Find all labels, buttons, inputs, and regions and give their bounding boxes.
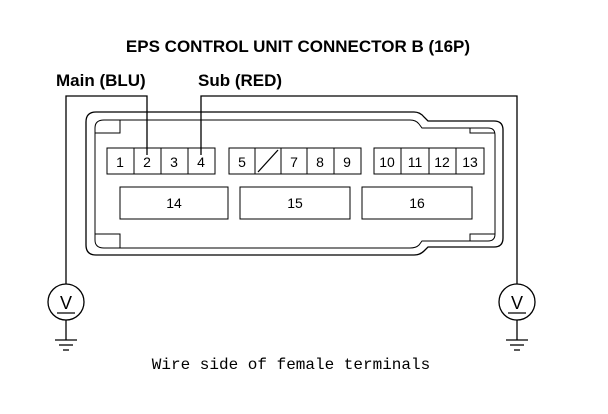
pin-14-box: [119, 186, 229, 220]
svg-text:V: V: [60, 293, 72, 313]
probe-wire-main: [65, 95, 148, 284]
pin-8: 8: [316, 154, 324, 170]
corner-tab-bottom-left: [95, 233, 121, 248]
pin-2: 2: [143, 154, 151, 170]
voltmeter-right-icon: V: [498, 283, 536, 351]
pin-9: 9: [343, 154, 351, 170]
pin-6-unused-slash: [257, 149, 279, 173]
pin-group-1-4: 1 2 3 4: [106, 147, 216, 175]
probe-wire-sub: [200, 95, 518, 284]
svg-text:V: V: [511, 293, 523, 313]
caption-wire-side: Wire side of female terminals: [152, 356, 430, 374]
pin-10: 10: [379, 154, 395, 170]
pin-12: 12: [434, 154, 450, 170]
pin-7: 7: [290, 154, 298, 170]
pin-15: 15: [287, 195, 303, 211]
corner-tab-top-left: [95, 120, 121, 134]
pin-11: 11: [408, 154, 423, 170]
pin-1: 1: [116, 154, 124, 170]
voltmeter-left-icon: V: [47, 283, 85, 351]
pin-3: 3: [170, 154, 178, 170]
pin-group-10-13: 10 11 12 13: [373, 147, 485, 175]
pin-group-5-9: 5 7 8 9: [228, 147, 362, 175]
corner-tab-top-right: [469, 128, 495, 134]
pin-5: 5: [238, 154, 246, 170]
diagram-title: EPS CONTROL UNIT CONNECTOR B (16P): [126, 37, 470, 56]
connector-housing-inner: [94, 119, 496, 249]
pin-15-box: [239, 186, 351, 220]
pin-13: 13: [462, 154, 478, 170]
pin-16: 16: [409, 195, 425, 211]
pin-14: 14: [166, 195, 182, 211]
pin-16-box: [361, 186, 473, 220]
corner-tab-bottom-right: [469, 233, 495, 241]
probe-sub-label: Sub (RED): [198, 71, 282, 90]
pin-4: 4: [197, 154, 205, 170]
connector-housing-outer: [85, 111, 504, 256]
probe-main-label: Main (BLU): [56, 71, 146, 90]
